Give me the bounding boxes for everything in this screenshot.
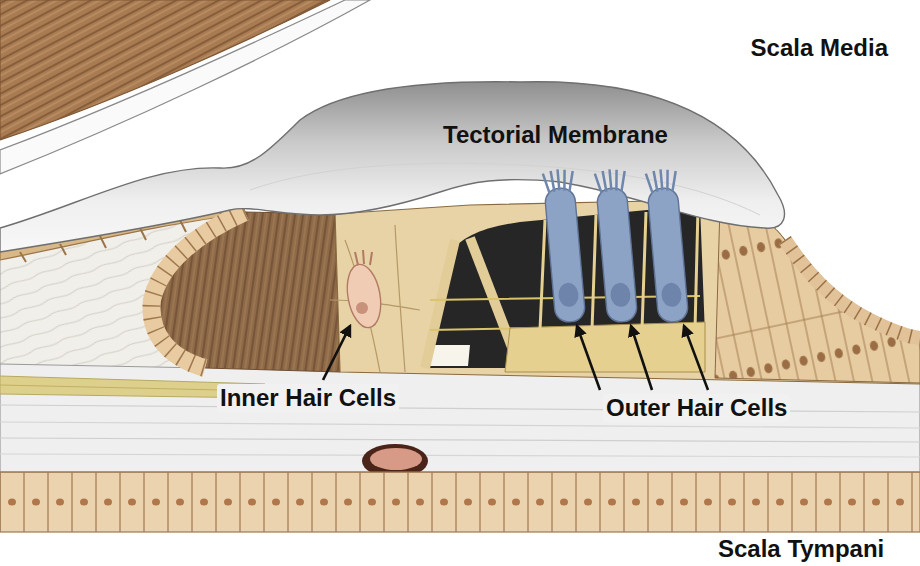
lining-cells xyxy=(0,472,920,532)
outer-hair-cell-body xyxy=(544,187,586,323)
hensen-cells xyxy=(715,206,920,383)
claudius-cell-row xyxy=(785,240,920,338)
cell-nucleus xyxy=(609,282,631,308)
outer-hair-cell xyxy=(543,168,586,323)
region-label: Scala Media xyxy=(751,34,888,62)
outer-hair-cell xyxy=(646,168,689,323)
leader-arrow xyxy=(684,326,708,390)
stereocilia xyxy=(646,168,678,194)
spiral-ligament-band xyxy=(0,0,330,140)
stereocilia xyxy=(355,250,372,265)
cell-nucleus xyxy=(660,282,682,308)
leader-arrow xyxy=(323,326,350,380)
region-label: Scala Tympani xyxy=(718,535,884,563)
inner-sulcus xyxy=(152,212,340,372)
part-label: Tectorial Membrane xyxy=(443,121,668,149)
outer-hair-cell-body xyxy=(596,187,638,323)
cell-nucleus xyxy=(356,302,368,314)
inner-pillar-cell xyxy=(425,240,455,368)
leader-arrow xyxy=(577,326,600,390)
sulcus-cell-row xyxy=(152,212,245,368)
membrane-line xyxy=(0,454,920,457)
leader-arrow xyxy=(631,326,652,390)
vessel-lumen xyxy=(370,448,422,470)
part-label: Outer Hair Cells xyxy=(603,394,790,422)
inner-hair-cell xyxy=(343,262,386,331)
outer-hair-cell xyxy=(595,168,638,323)
membrane-line xyxy=(0,422,920,428)
part-label: Inner Hair Cells xyxy=(217,384,399,412)
cell-nucleus xyxy=(557,282,579,308)
sulcus-cell-borders xyxy=(152,212,245,368)
supporting-cell-lines xyxy=(330,225,420,372)
stereocilia xyxy=(595,168,627,194)
outer-hair-cell-body xyxy=(647,187,689,323)
stereocilia xyxy=(543,168,575,194)
claudius-cell-borders xyxy=(785,240,920,338)
membrane-line xyxy=(0,438,920,442)
deiters-cells xyxy=(505,322,705,372)
membrane-texture xyxy=(250,163,760,215)
tunnel-floor xyxy=(430,345,470,366)
